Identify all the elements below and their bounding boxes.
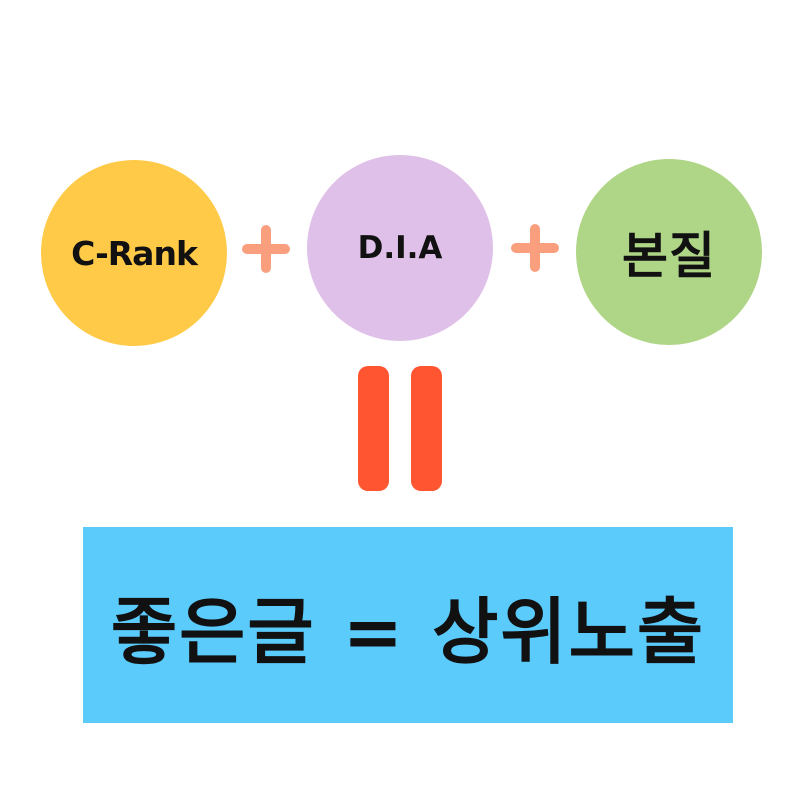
circle-essence-label: 본질	[622, 227, 716, 285]
circle-dia-label: D.I.A	[357, 230, 443, 266]
circle-dia: D.I.A	[307, 155, 493, 341]
circle-c-rank-label: C-Rank	[71, 233, 198, 273]
result-text: 좋은글 = 상위노출	[110, 589, 706, 674]
plus-vertical-bar	[261, 225, 271, 273]
result-box: 좋은글 = 상위노출	[83, 527, 733, 723]
plus-icon	[242, 225, 290, 273]
equals-icon-right-bar	[411, 366, 442, 491]
equals-icon-left-bar	[358, 366, 389, 491]
circle-essence: 본질	[576, 159, 762, 345]
plus-vertical-bar	[530, 224, 540, 272]
plus-icon	[511, 224, 559, 272]
circle-c-rank: C-Rank	[41, 160, 227, 346]
